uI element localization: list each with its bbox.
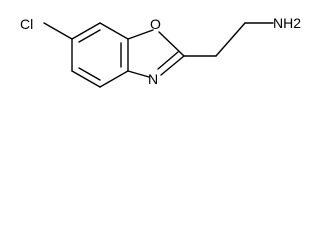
bond-c3a-c4	[99, 70, 129, 88]
bond-c6-c7	[71, 22, 101, 40]
double-bond-c6-c7-inner	[78, 29, 101, 43]
chemical-structure: Cl O N NH2	[20, 15, 301, 88]
bond-c7-c7a	[99, 22, 129, 40]
nitrogen-label: N	[148, 71, 158, 87]
bond-o1-c2	[158, 31, 185, 57]
bonds	[43, 22, 274, 88]
amine-label: NH2	[273, 15, 301, 31]
bond-c2-n3	[160, 55, 185, 76]
bond-c4-c5	[71, 70, 101, 88]
bond-ch2-ch2	[215, 22, 246, 57]
double-bond-c4-c5-inner	[78, 67, 101, 81]
atom-labels: Cl O N NH2	[20, 15, 301, 87]
oxygen-label: O	[150, 16, 161, 32]
bond-c7a-o1	[127, 29, 154, 40]
bond-n3-c3a	[127, 70, 150, 78]
bond-c6-cl	[43, 22, 73, 40]
double-bond-c2-n3-inner	[157, 51, 179, 70]
chlorine-label: Cl	[20, 16, 33, 32]
